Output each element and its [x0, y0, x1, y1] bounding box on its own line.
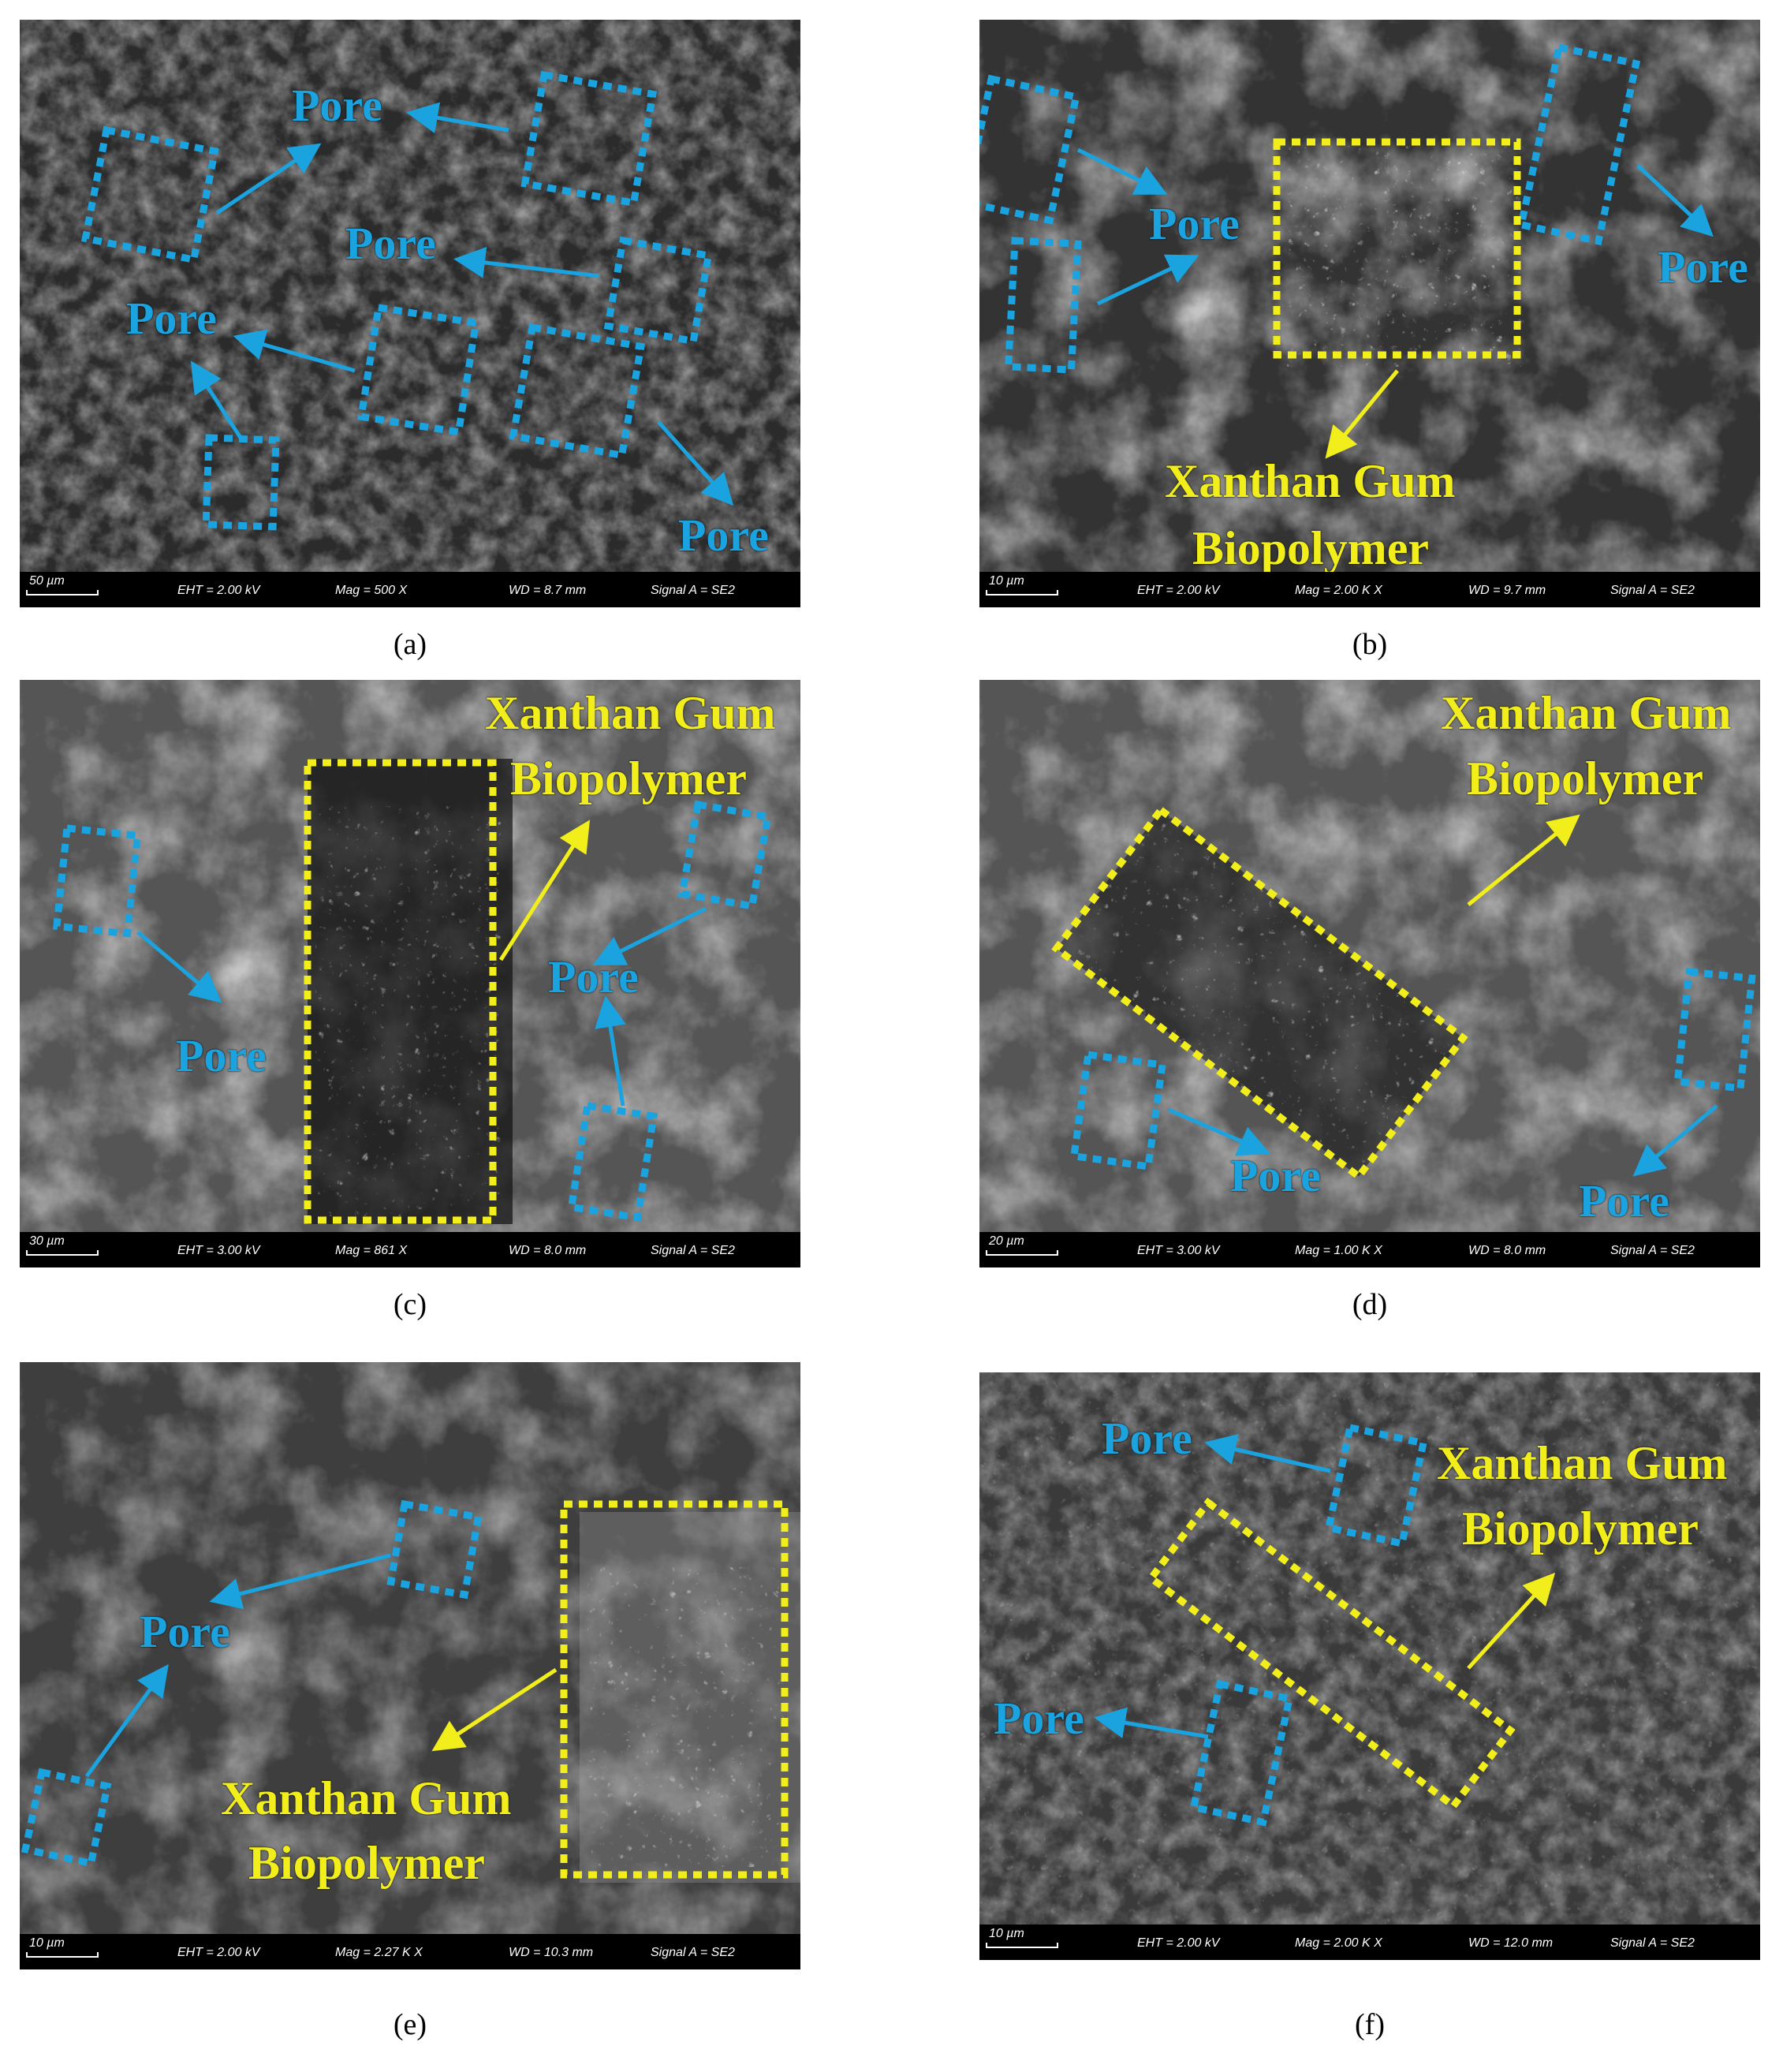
mag-value: Mag = 500 X [335, 584, 408, 597]
pore-outlines [81, 70, 713, 531]
eht-value: EHT = 2.00 kV [177, 584, 260, 597]
caption-a: (a) [393, 628, 427, 661]
eht-value: EHT = 2.00 kV [1137, 1936, 1220, 1950]
eht-value: EHT = 2.00 kV [177, 1946, 260, 1959]
mag-value: Mag = 2.00 K X [1295, 1936, 1382, 1950]
wd-value: WD = 10.3 mm [509, 1946, 594, 1959]
pore-label: Pore [1230, 1150, 1321, 1201]
scale-bar [26, 1250, 99, 1256]
sem-info-bar: 10 µm EHT = 2.00 kV Mag = 2.27 K X WD = … [20, 1934, 800, 1969]
sem-info-bar: 50 µm EHT = 2.00 kV Mag = 500 X WD = 8.7… [20, 572, 800, 607]
signal-value: Signal A = SE2 [1610, 1936, 1695, 1950]
scale-label: 10 µm [989, 574, 1024, 588]
sem-micrograph-e [20, 1362, 800, 1969]
pore-label: Pore [548, 951, 639, 1002]
scale-label: 50 µm [29, 574, 65, 588]
scale-bar [986, 590, 1058, 595]
wd-value: WD = 12.0 mm [1468, 1936, 1554, 1950]
signal-value: Signal A = SE2 [1610, 584, 1695, 597]
pore-label: Pore [1658, 241, 1748, 293]
biopolymer-label: Xanthan Gum [1165, 455, 1456, 507]
signal-value: Signal A = SE2 [651, 584, 735, 597]
sem-image-b: Pore Pore Xanthan Gum Biopolymer 10 µm E… [979, 20, 1760, 607]
caption-c: (c) [393, 1288, 427, 1321]
sem-info-bar: 20 µm EHT = 3.00 kV Mag = 1.00 K X WD = … [979, 1232, 1760, 1267]
scale-bar [26, 590, 99, 595]
pore-label: Pore [678, 510, 769, 561]
pore-label: Pore [292, 80, 382, 131]
biopolymer-label: Xanthan Gum [1441, 687, 1732, 739]
mag-value: Mag = 1.00 K X [1295, 1244, 1382, 1257]
caption-d: (d) [1352, 1288, 1388, 1321]
biopolymer-label: Xanthan Gum [1437, 1437, 1728, 1489]
sem-info-bar: 30 µm EHT = 3.00 kV Mag = 861 X WD = 8.0… [20, 1232, 800, 1267]
scale-bar [986, 1250, 1058, 1256]
caption-b: (b) [1352, 628, 1388, 661]
biopolymer-label: Biopolymer [1462, 1503, 1699, 1555]
wd-value: WD = 8.0 mm [1468, 1244, 1546, 1257]
wd-value: WD = 9.7 mm [1468, 584, 1546, 597]
signal-value: Signal A = SE2 [651, 1244, 735, 1257]
sem-micrograph-c [20, 680, 800, 1267]
pore-label: Pore [140, 1606, 230, 1657]
signal-value: Signal A = SE2 [651, 1946, 735, 1959]
caption-f: (f) [1355, 2008, 1385, 2041]
scale-label: 10 µm [989, 1927, 1024, 1940]
pore-label: Pore [126, 293, 217, 344]
mag-value: Mag = 2.27 K X [335, 1946, 423, 1959]
biopolymer-label: Biopolymer [1467, 752, 1703, 805]
pore-label: Pore [345, 218, 436, 269]
biopolymer-label: Xanthan Gum [221, 1772, 512, 1824]
sem-micrograph-a [20, 20, 800, 607]
mag-value: Mag = 2.00 K X [1295, 584, 1382, 597]
wd-value: WD = 8.7 mm [509, 584, 587, 597]
sem-image-f: Pore Xanthan Gum Biopolymer Pore 10 µm E… [979, 1372, 1760, 1960]
pore-label: Pore [1579, 1175, 1669, 1226]
biopolymer-label: Biopolymer [1192, 522, 1429, 574]
scale-bar [26, 1952, 99, 1958]
biopolymer-label: Xanthan Gum [485, 687, 776, 739]
caption-e: (e) [393, 2008, 427, 2041]
sem-image-e: Pore Xanthan Gum Biopolymer 10 µm EHT = … [20, 1362, 800, 1969]
biopolymer-label: Biopolymer [510, 752, 747, 805]
eht-value: EHT = 2.00 kV [1137, 584, 1220, 597]
scale-label: 20 µm [989, 1234, 1024, 1248]
biopolymer-label: Biopolymer [248, 1837, 485, 1889]
scale-label: 10 µm [29, 1936, 65, 1950]
sem-micrograph-d [979, 680, 1760, 1267]
sem-image-a: Pore Pore Pore Pore 50 µm EHT = 2.00 kV … [20, 20, 800, 607]
pore-label: Pore [1149, 198, 1240, 249]
eht-value: EHT = 3.00 kV [177, 1244, 260, 1257]
eht-value: EHT = 3.00 kV [1137, 1244, 1220, 1257]
pore-arrows [190, 102, 734, 506]
wd-value: WD = 8.0 mm [509, 1244, 587, 1257]
sem-image-c: Xanthan Gum Biopolymer Pore Pore 30 µm E… [20, 680, 800, 1267]
sem-info-bar: 10 µm EHT = 2.00 kV Mag = 2.00 K X WD = … [979, 1925, 1760, 1960]
sem-micrograph-f [979, 1372, 1760, 1960]
mag-value: Mag = 861 X [335, 1244, 408, 1257]
sem-image-d: Xanthan Gum Biopolymer Pore Pore 20 µm E… [979, 680, 1760, 1267]
signal-value: Signal A = SE2 [1610, 1244, 1695, 1257]
pore-label: Pore [1102, 1413, 1192, 1464]
pore-label: Pore [176, 1030, 267, 1081]
scale-label: 30 µm [29, 1234, 65, 1248]
sem-micrograph-b [979, 20, 1760, 607]
scale-bar [986, 1943, 1058, 1948]
pore-label: Pore [994, 1693, 1084, 1744]
sem-info-bar: 10 µm EHT = 2.00 kV Mag = 2.00 K X WD = … [979, 572, 1760, 607]
